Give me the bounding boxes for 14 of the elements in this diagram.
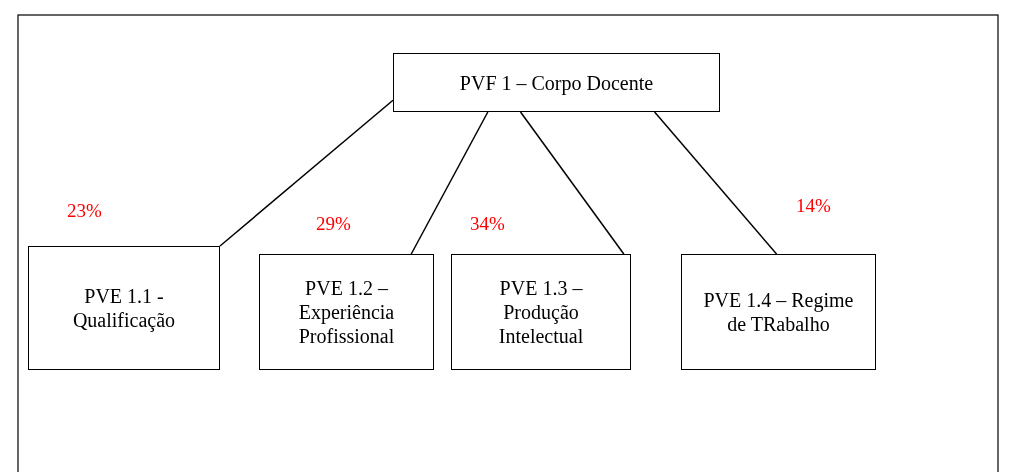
connector-line [219,99,394,247]
connector-line [519,111,625,255]
box-label: PVE 1.3 – Produção Intelectual [497,276,585,348]
connector-line [410,111,489,255]
box-label: PVE 1.2 – Experiência Profissional [297,276,396,348]
box-label: PVE 1.1 - Qualificação [71,284,177,332]
process-box [28,246,220,370]
box-label: PVE 1.4 – Regime de TRabalho [702,288,855,336]
process-box [451,254,631,370]
connector-line [653,111,778,255]
box-label: PVF 1 – Corpo Docente [459,70,654,95]
process-box [681,254,876,370]
process-box [259,254,434,370]
process-box [393,53,720,112]
